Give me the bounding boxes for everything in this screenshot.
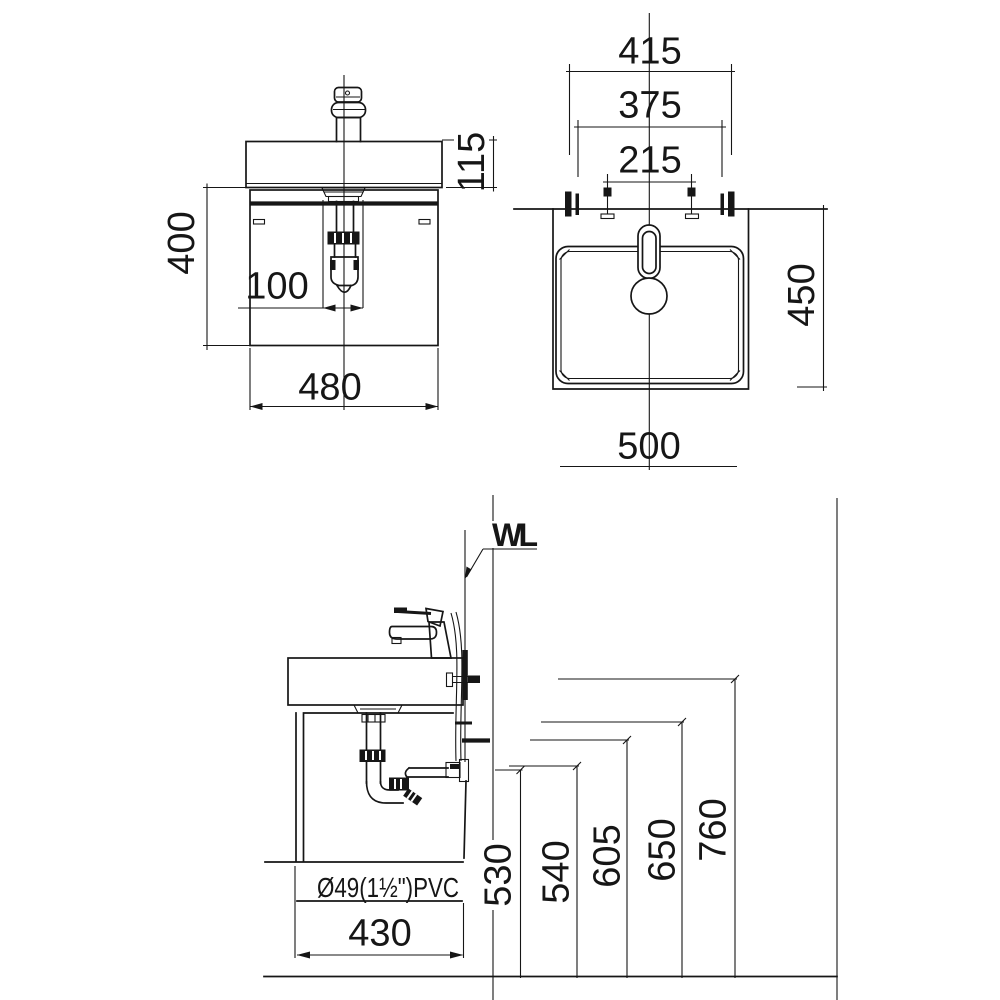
dim-hanger-span: 375 <box>574 84 726 177</box>
dim-height-760: 760 <box>558 674 740 978</box>
dim-basin-depth: 450 <box>781 205 827 391</box>
mounting-bolt-side <box>445 672 480 688</box>
drain-hole <box>630 277 668 315</box>
dim-cabinet-width-label: 480 <box>298 366 361 408</box>
wall-line-label: WL <box>492 517 538 553</box>
dim-basin-width-label: 500 <box>617 425 680 467</box>
basin-outline <box>552 208 750 390</box>
drain-trap-side <box>359 712 470 806</box>
drain-pipe-spec-label: Ø49(1½")PVC <box>317 872 459 903</box>
dim-height-650-label: 650 <box>641 818 683 881</box>
dim-height-530: 530 <box>477 765 525 978</box>
dim-cabinet-depth-label: 430 <box>348 912 411 954</box>
dim-mount-bolt-span: 415 <box>566 30 735 155</box>
faucet-mount-screws <box>600 187 700 220</box>
front-view: 100 400 115 480 <box>161 75 497 410</box>
dim-height-760-label: 760 <box>692 798 734 861</box>
side-view: WL <box>263 495 838 1000</box>
cabinet-front <box>249 189 439 347</box>
dim-height-605-label: 605 <box>586 824 628 887</box>
dim-basin-depth-label: 450 <box>781 263 823 326</box>
dim-faucet-hole-span: 215 <box>603 139 696 191</box>
dim-faucet-hole-span-label: 215 <box>618 139 681 181</box>
dim-height-650: 650 <box>541 717 687 978</box>
supply-hose <box>450 611 463 762</box>
faucet-hole <box>637 224 661 280</box>
faucet-front <box>330 86 367 143</box>
door-handle-right <box>418 218 431 225</box>
dim-below-rim-height-label: 400 <box>161 211 203 274</box>
dim-cabinet-width: 480 <box>249 348 439 410</box>
dim-mount-bolt-span-label: 415 <box>618 30 681 72</box>
dim-height-540-label: 540 <box>535 840 577 903</box>
hanger-bolts <box>565 191 735 217</box>
dim-basin-height-label: 115 <box>451 132 493 193</box>
basin-side <box>287 657 464 706</box>
faucet-side <box>388 607 453 659</box>
dim-height-530-label: 530 <box>477 843 519 906</box>
dim-drain-offset: 100 <box>238 265 363 312</box>
door-handle-left <box>252 218 266 225</box>
wall-anchor-bar <box>462 650 468 700</box>
drain-trap-front <box>321 187 366 308</box>
dim-basin-width: 500 <box>560 425 737 467</box>
dim-height-605: 605 <box>530 735 632 978</box>
dim-height-540: 540 <box>509 761 582 978</box>
top-view: 415 375 215 450 500 <box>513 13 828 470</box>
dim-basin-height: 115 <box>442 132 497 193</box>
dim-drain-offset-label: 100 <box>245 265 308 307</box>
dim-below-rim-height: 400 <box>161 183 251 350</box>
wall-line-callout: WL <box>465 517 540 579</box>
dim-hanger-span-label: 375 <box>618 84 681 126</box>
cabinet-side <box>264 704 467 902</box>
dim-cabinet-depth: 430 <box>294 866 465 959</box>
